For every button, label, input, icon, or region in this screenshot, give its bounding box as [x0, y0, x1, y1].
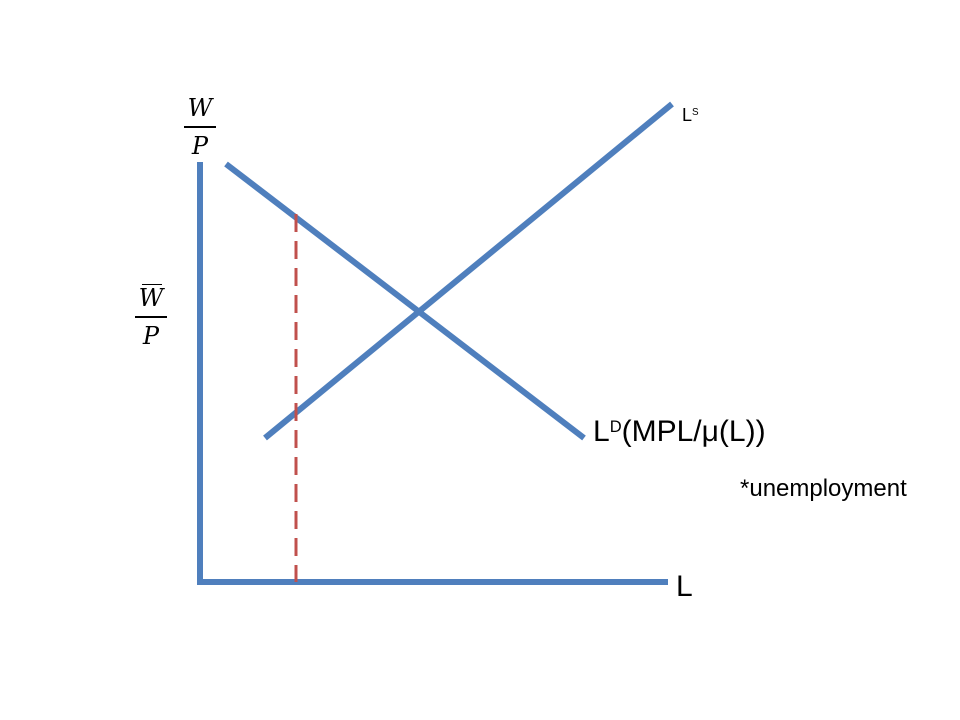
- wage-level-label: W P: [131, 284, 171, 350]
- wage-level-label-denominator: P: [142, 322, 160, 350]
- unemployment-note: *unemployment: [740, 475, 907, 502]
- labor-demand-curve: [224, 161, 586, 441]
- demand-curve-label: LD(MPL/μ(L)): [593, 415, 766, 448]
- labor-supply-curve: [263, 101, 674, 441]
- x-axis-label: L: [676, 570, 693, 603]
- wage-level-label-numerator: W: [138, 284, 164, 312]
- y-axis-label-numerator: W: [187, 94, 213, 122]
- fraction-bar: [135, 316, 167, 318]
- y-axis-label-denominator: P: [191, 132, 209, 160]
- supply-curve-label: LS: [682, 105, 699, 125]
- y-axis-label: W P: [180, 96, 220, 160]
- fraction-bar: [184, 126, 216, 128]
